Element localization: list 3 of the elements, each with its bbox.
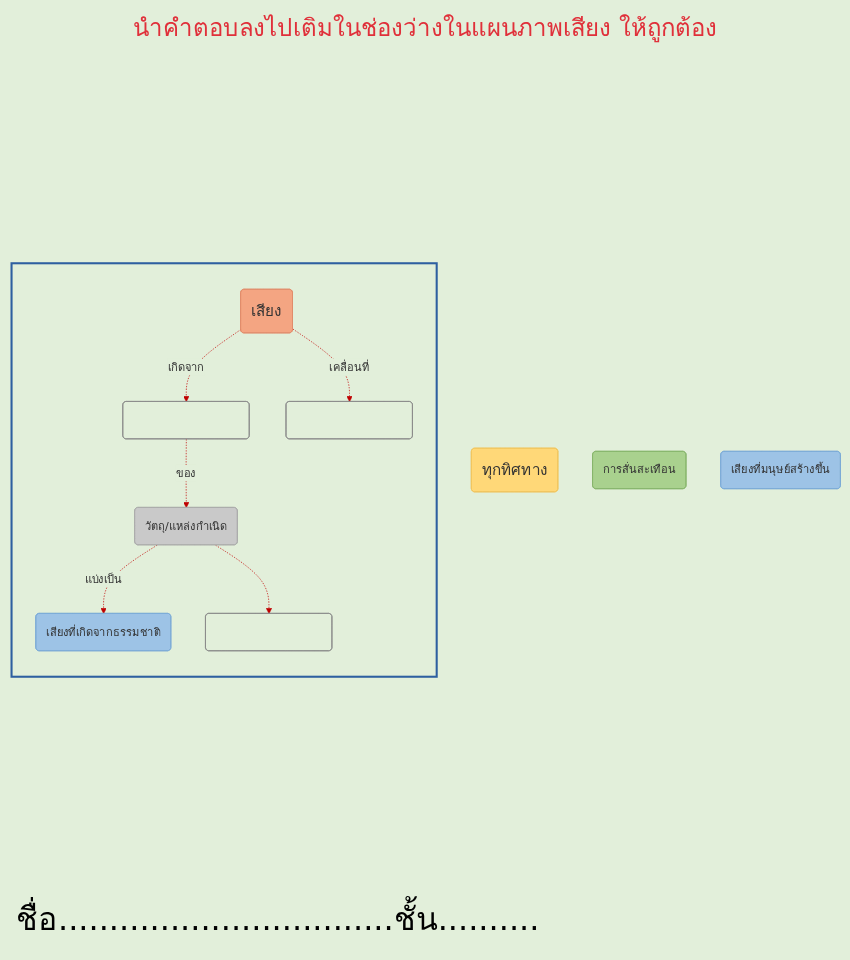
cluster <box>9 262 437 678</box>
instruction-text: นำคำตอบลงไปเติมในช่องว่างในแผนภาพเสียง ให้ถูกต้อง <box>131 12 719 47</box>
name-class-fill-in-line: ชื่อ.................................ชั้น.......... <box>16 894 542 942</box>
